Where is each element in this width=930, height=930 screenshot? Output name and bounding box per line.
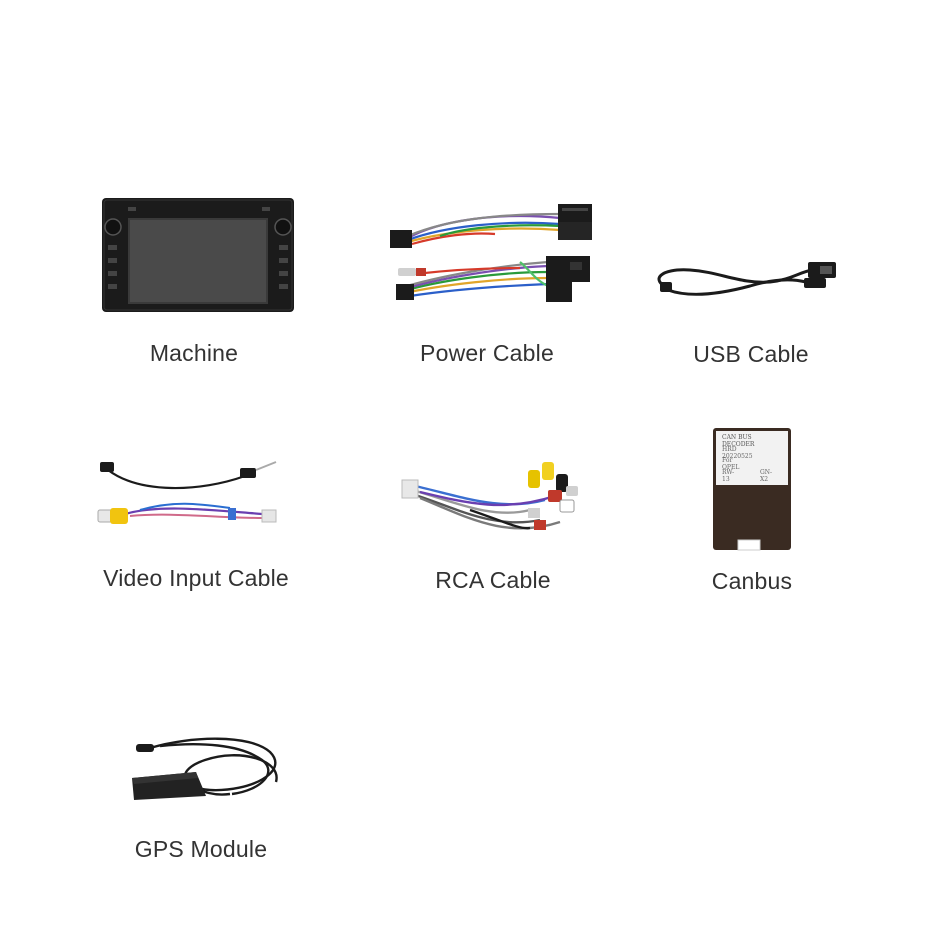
item-label: RCA Cable — [435, 567, 551, 593]
item-label: Canbus — [711, 568, 793, 594]
item-label: Power Cable — [420, 340, 554, 366]
canbus-label-line3b: GN-X2 — [760, 469, 773, 483]
item-label: Machine — [149, 340, 239, 366]
item-label: Video Input Cable — [103, 565, 289, 591]
item-label: GPS Module — [134, 836, 268, 862]
canbus-label-line1: HRD 20220525 — [722, 446, 753, 460]
canbus-label-line2: For OPEL — [722, 457, 740, 471]
canbus-label-title: CAN BUS DECODER — [722, 434, 755, 448]
canbus-label-line3a: RW-13 — [722, 469, 735, 483]
item-label: USB Cable — [693, 341, 809, 367]
